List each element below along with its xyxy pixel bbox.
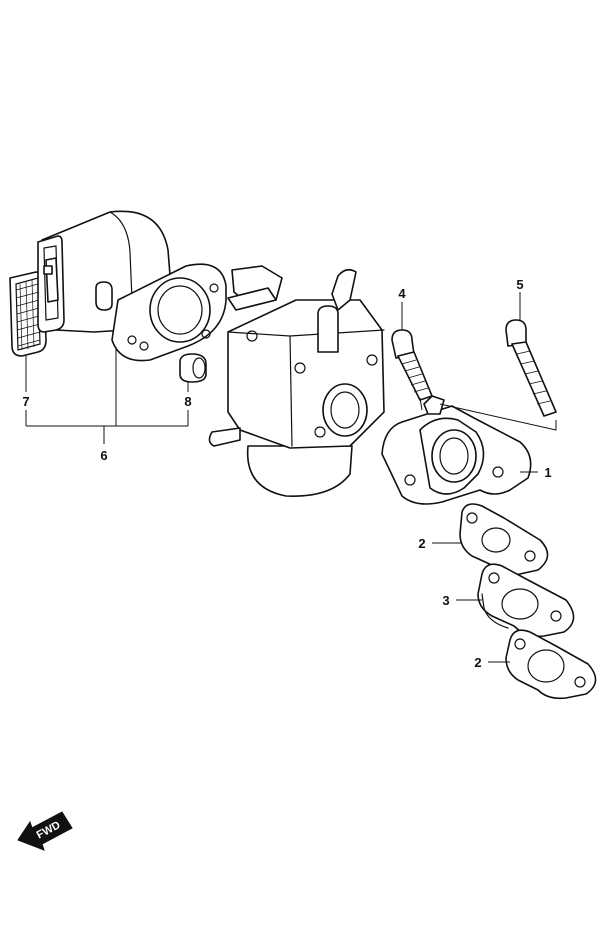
callout-6: 6 [100,448,107,463]
part-1-insulator [381,395,532,505]
callout-2-lower: 2 [474,655,481,670]
bolt-alignment-line [439,403,557,431]
callout-7: 7 [22,394,29,409]
callout-1: 1 [544,465,551,480]
callout-8: 8 [184,394,191,409]
part-2-gasket-lower [505,629,597,700]
callout-4: 4 [398,286,406,301]
part-7-filter-mesh [9,271,47,357]
fwd-arrow-icon [17,811,73,851]
part-2-gasket-upper [459,503,549,576]
callout-5: 5 [516,277,523,292]
callout-2-upper: 2 [418,536,425,551]
part-8-sleeve [179,353,207,383]
bolt-4-alignment-line [419,397,423,411]
part-6-intake-silencer [37,210,227,362]
part-4-bolt [391,329,433,401]
carburetor [208,265,385,497]
leader-lines [25,292,538,663]
fwd-direction-indicator: FWD [17,811,73,851]
callout-3: 3 [442,593,449,608]
part-5-bolt [505,319,557,417]
part-3-spacer [477,563,575,638]
